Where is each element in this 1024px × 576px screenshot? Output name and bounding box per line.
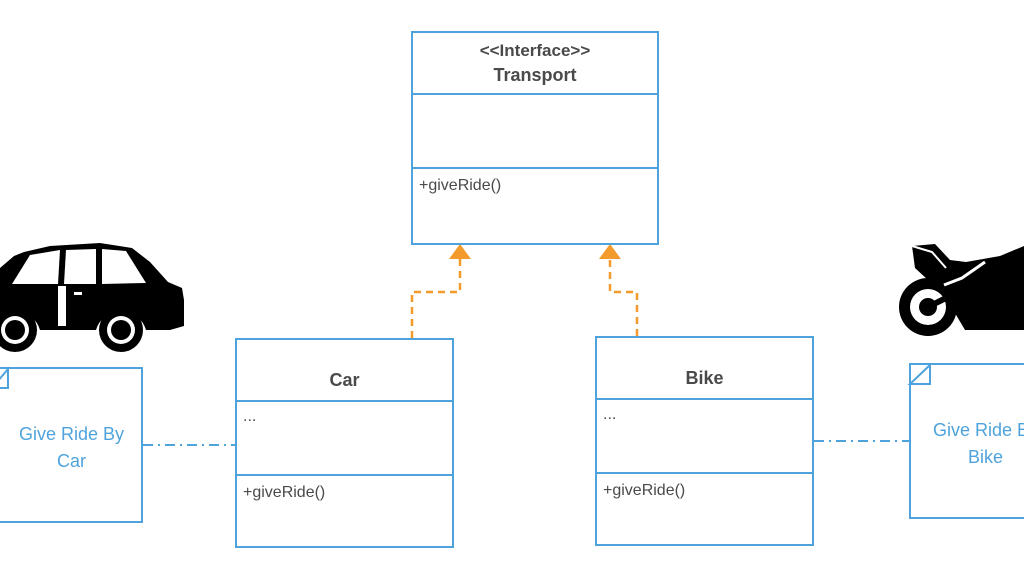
- bike-attributes: ...: [597, 398, 812, 472]
- car-class-box[interactable]: Car ... +giveRide(): [235, 338, 454, 548]
- interface-attributes: [413, 93, 657, 167]
- bike-realization-line: [608, 258, 639, 336]
- interface-methods: +giveRide(): [413, 167, 657, 243]
- car-note[interactable]: Give Ride By Car: [0, 367, 143, 523]
- bike-note-line1: Give Ride By: [932, 420, 1024, 440]
- bike-note[interactable]: Give Ride By Bike: [909, 363, 1024, 519]
- car-realization-arrowhead: [449, 244, 471, 259]
- car-note-fold: [0, 366, 9, 389]
- bike-methods: +giveRide(): [597, 472, 812, 544]
- interface-name: Transport: [493, 65, 577, 85]
- car-methods: +giveRide(): [237, 474, 452, 546]
- car-note-line2: Car: [56, 451, 86, 471]
- bike-note-line2: Bike: [967, 447, 1003, 467]
- car-method: +giveRide(): [243, 484, 326, 501]
- bike-attributes-text: ...: [603, 406, 617, 423]
- bike-header: Bike: [597, 338, 812, 398]
- interface-transport-box[interactable]: <<Interface>> Transport +giveRide(): [411, 31, 659, 245]
- interface-stereotype: <<Interface>>: [479, 41, 591, 60]
- car-attributes-text: ...: [243, 408, 257, 425]
- bike-method: +giveRide(): [603, 482, 686, 499]
- bike-note-fold: [907, 362, 931, 385]
- bike-realization-arrowhead: [599, 244, 621, 259]
- car-header: Car: [237, 340, 452, 400]
- bike-class-box[interactable]: Bike ... +giveRide(): [595, 336, 814, 546]
- car-class-name: Car: [329, 370, 360, 390]
- interface-header: <<Interface>> Transport: [413, 33, 657, 93]
- bike-class-name: Bike: [685, 368, 724, 388]
- car-note-line1: Give Ride By: [18, 424, 125, 444]
- car-realization-line: [410, 258, 462, 338]
- interface-method: +giveRide(): [419, 177, 502, 194]
- car-attributes: ...: [237, 400, 452, 474]
